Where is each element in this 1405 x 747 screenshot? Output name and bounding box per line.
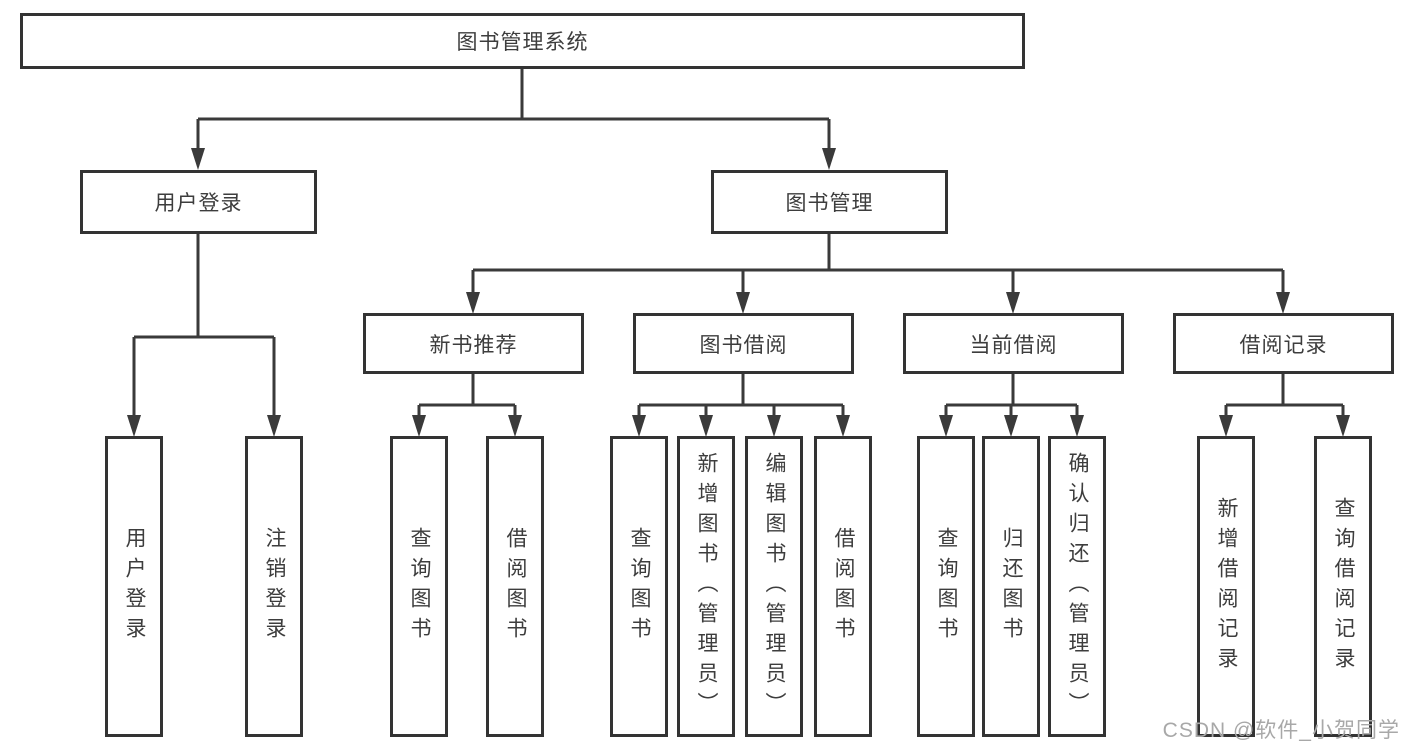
arrowhead — [127, 415, 141, 437]
leaf-user-login: 用户登录 — [105, 436, 163, 737]
arrowhead — [836, 415, 850, 437]
arrowhead — [736, 292, 750, 314]
leaf-cb-query-books: 查询图书 — [917, 436, 975, 737]
arrowhead — [1006, 292, 1020, 314]
leaf-nbr-borrow-books: 借阅图书 — [486, 436, 544, 737]
leaf-bb-borrow-books: 借阅图书 — [814, 436, 872, 737]
leaf-cb-confirm-return-admin: 确认归还（管理员） — [1048, 436, 1106, 737]
arrowhead — [822, 148, 836, 170]
arrowhead — [1219, 415, 1233, 437]
arrowhead — [508, 415, 522, 437]
leaf-br-query-record: 查询借阅记录 — [1314, 436, 1372, 737]
node-book-borrow-label: 图书借阅 — [699, 333, 788, 357]
arrowhead — [466, 292, 480, 314]
arrowhead — [412, 415, 426, 437]
node-book-management-label: 图书管理 — [785, 192, 874, 215]
node-book-management: 图书管理 — [711, 170, 948, 234]
node-current-borrow-label: 当前借阅 — [969, 333, 1058, 357]
node-new-book-recommend-label: 新书推荐 — [429, 333, 518, 357]
arrowhead — [767, 415, 781, 437]
arrowhead — [1336, 415, 1350, 437]
node-borrow-records-label: 借阅记录 — [1239, 333, 1328, 357]
leaf-bb-add-book-admin: 新增图书（管理员） — [677, 436, 735, 737]
node-root: 图书管理系统 — [20, 13, 1025, 69]
arrowhead — [699, 415, 713, 437]
leaf-bb-query-books: 查询图书 — [610, 436, 668, 737]
node-book-borrow: 图书借阅 — [633, 313, 854, 374]
leaf-cb-return-books: 归还图书 — [982, 436, 1040, 737]
arrowhead — [267, 415, 281, 437]
leaf-bb-edit-book-admin: 编辑图书（管理员） — [745, 436, 803, 737]
arrowhead — [1276, 292, 1290, 314]
node-borrow-records: 借阅记录 — [1173, 313, 1394, 374]
node-user-login-label: 用户登录 — [154, 192, 243, 215]
node-current-borrow: 当前借阅 — [903, 313, 1124, 374]
node-user-login: 用户登录 — [80, 170, 317, 234]
leaf-logout: 注销登录 — [245, 436, 303, 737]
arrowhead — [939, 415, 953, 437]
arrowhead — [1004, 415, 1018, 437]
leaf-br-add-record: 新增借阅记录 — [1197, 436, 1255, 737]
arrowhead — [1070, 415, 1084, 437]
arrowhead — [632, 415, 646, 437]
arrowhead — [191, 148, 205, 170]
node-root-label: 图书管理系统 — [456, 31, 589, 54]
leaf-nbr-query-books: 查询图书 — [390, 436, 448, 737]
watermark: CSDN @软件_小贺同学 — [1162, 719, 1400, 742]
node-new-book-recommend: 新书推荐 — [363, 313, 584, 374]
